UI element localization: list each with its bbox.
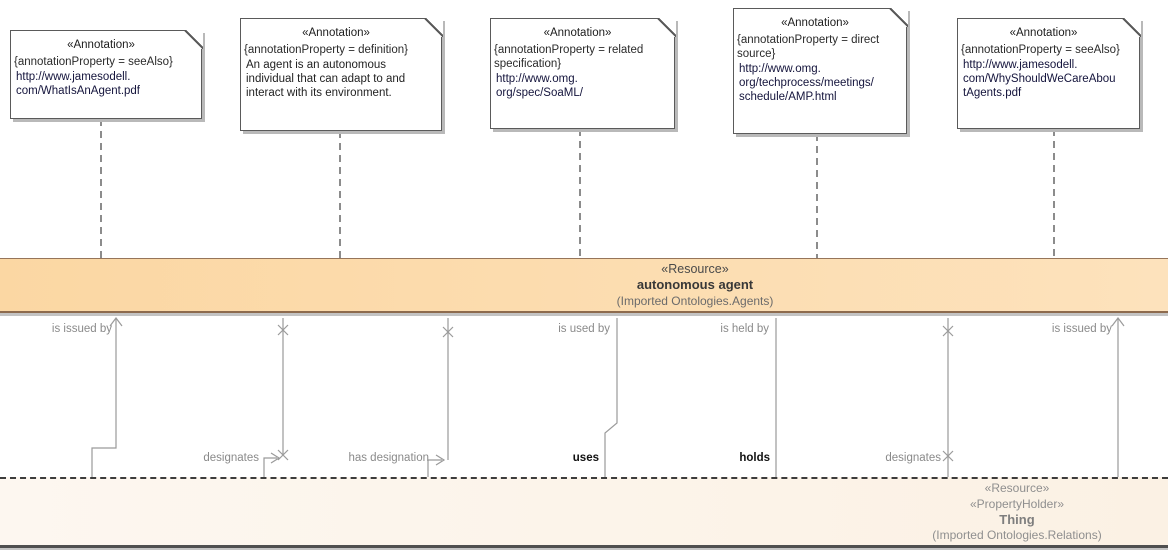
edge-label-is-issued-by-right[interactable]: is issued by bbox=[1051, 323, 1112, 335]
edge-is-issued-by-right[interactable] bbox=[1111, 317, 1125, 477]
note-body: An agent is an autonomous individual tha… bbox=[246, 59, 406, 99]
edge-designates-left[interactable] bbox=[263, 318, 289, 477]
thing-bar-text: «Resource» «PropertyHolder» Thing (Impor… bbox=[866, 481, 1168, 543]
note-stereotype: «Annotation» bbox=[67, 39, 135, 51]
annotation-note-direct-source[interactable]: «Annotation» {annotationProperty = direc… bbox=[733, 7, 908, 134]
note-body: http://www.omg. org/spec/SoaML/ bbox=[496, 73, 583, 99]
note-anchor-lines[interactable] bbox=[100, 119, 1055, 258]
note-fold-icon bbox=[423, 17, 443, 37]
thing-stereotype-resource: «Resource» bbox=[984, 481, 1050, 495]
note-fold-icon bbox=[888, 7, 908, 27]
note-property: {annotationProperty = definition} bbox=[244, 44, 408, 56]
note-property: {annotationProperty = related specificat… bbox=[494, 44, 644, 70]
note-property: {annotationProperty = seeAlso} bbox=[961, 44, 1120, 56]
note-fold-icon bbox=[656, 17, 676, 37]
note-body: http://www.jamesodell. com/WhyShouldWeCa… bbox=[963, 59, 1116, 99]
edge-has-designation[interactable] bbox=[427, 318, 454, 477]
resource-bar-text: «Resource» autonomous agent (Imported On… bbox=[495, 261, 895, 309]
note-stereotype: «Annotation» bbox=[1009, 27, 1078, 39]
annotation-note-definition[interactable]: «Annotation» {annotationProperty = defin… bbox=[240, 17, 443, 131]
note-stereotype: «Annotation» bbox=[781, 17, 849, 29]
note-property: {annotationProperty = seeAlso} bbox=[14, 56, 173, 68]
edge-label-designates-right[interactable]: designates bbox=[885, 452, 941, 464]
note-fold-icon bbox=[183, 29, 203, 49]
resource-bar-autonomous-agent[interactable] bbox=[0, 258, 1168, 313]
annotation-note-related-specification[interactable]: «Annotation» {annotationProperty = relat… bbox=[490, 17, 676, 129]
note-stereotype: «Annotation» bbox=[543, 27, 612, 39]
note-fold-icon bbox=[1121, 17, 1141, 37]
thing-stereotype-propertyholder: «PropertyHolder» bbox=[969, 496, 1065, 511]
annotation-note-seealso-1[interactable]: «Annotation» {annotationProperty = seeAl… bbox=[10, 29, 203, 119]
note-body: http://www.jamesodell. com/WhatIsAnAgent… bbox=[16, 71, 141, 97]
edge-is-issued-by-left[interactable] bbox=[91, 317, 123, 477]
resource-package: (Imported Ontologies.Agents) bbox=[616, 294, 774, 308]
edge-label-holds[interactable]: holds bbox=[739, 452, 770, 464]
note-stereotype: «Annotation» bbox=[302, 27, 370, 39]
note-body: http://www.omg. org/techprocess/meetings… bbox=[739, 63, 874, 103]
thing-name: Thing bbox=[999, 512, 1035, 527]
edge-designates-right[interactable] bbox=[942, 318, 954, 477]
thing-package: (Imported Ontologies.Relations) bbox=[932, 527, 1102, 542]
note-property: {annotationProperty = direct source} bbox=[737, 34, 880, 60]
edge-label-is-issued-by-left[interactable]: is issued by bbox=[51, 323, 112, 335]
edge-label-uses[interactable]: uses bbox=[572, 452, 599, 464]
edge-label-has-designation[interactable]: has designation bbox=[348, 452, 429, 464]
edge-label-is-held-by[interactable]: is held by bbox=[720, 323, 769, 335]
resource-name: autonomous agent bbox=[636, 277, 754, 292]
annotation-note-seealso-2[interactable]: «Annotation» {annotationProperty = seeAl… bbox=[957, 17, 1141, 129]
edge-label-designates-left[interactable]: designates bbox=[203, 452, 259, 464]
resource-bar-thing[interactable] bbox=[0, 477, 1168, 548]
resource-stereotype: «Resource» bbox=[661, 262, 729, 276]
edge-uses[interactable] bbox=[604, 318, 618, 477]
edge-label-is-used-by[interactable]: is used by bbox=[558, 323, 610, 335]
